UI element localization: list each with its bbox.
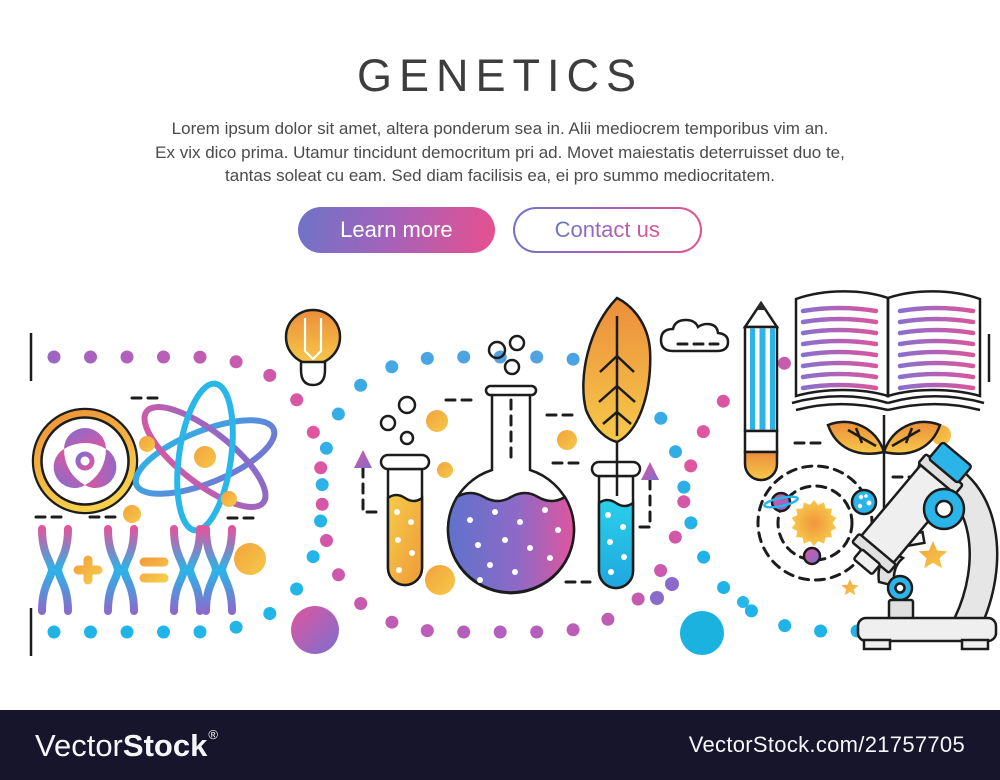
- test-tube-orange-icon: [379, 453, 431, 587]
- cta-row: Learn more Contact us: [0, 206, 1000, 253]
- solar-system-icon: [756, 464, 878, 582]
- accent-dot: [437, 462, 453, 478]
- test-tube-cyan-icon: [590, 460, 642, 590]
- round-flask-icon: [446, 384, 576, 595]
- accent-dot: [737, 596, 749, 608]
- dna-road: [30, 333, 1000, 656]
- accent-dot: [123, 505, 141, 523]
- learn-more-button[interactable]: Learn more: [298, 206, 495, 253]
- dotted-planet-icon: [850, 488, 878, 516]
- plant-sprout-icon: [826, 415, 942, 516]
- contact-us-button[interactable]: Contact us: [512, 206, 702, 253]
- connector-right: [635, 478, 652, 529]
- accent-dot: [650, 591, 664, 605]
- contact-us-button-inner: Contact us: [514, 208, 700, 251]
- dash-marks: [34, 396, 919, 584]
- hero-section: GENETICS Lorem ipsum dolor sit amet, alt…: [0, 0, 1000, 253]
- registered-mark: ®: [208, 726, 218, 742]
- chromosome-equation-icon: [38, 525, 236, 615]
- accent-dot: [680, 611, 724, 655]
- accent-dot: [425, 565, 455, 595]
- pencil-icon: [742, 300, 780, 482]
- book-text-lines: [800, 305, 976, 391]
- arrow-up-icon: [354, 450, 372, 468]
- logo-bold: Stock: [122, 727, 208, 763]
- arrow-up-icon: [641, 462, 659, 480]
- paragraph-line: Lorem ipsum dolor sit amet, altera ponde…: [171, 119, 829, 138]
- accent-dot: [291, 606, 339, 654]
- small-planet-icon: [802, 546, 822, 566]
- leaf-icon: [582, 296, 652, 496]
- contact-us-label: Contact us: [554, 216, 660, 242]
- accent-dot: [234, 543, 266, 575]
- atom-icon: [132, 380, 278, 534]
- accent-dot: [557, 430, 577, 450]
- intro-paragraph: Lorem ipsum dolor sit amet, altera ponde…: [0, 117, 1000, 188]
- bubbles: [379, 334, 526, 446]
- flask-sparkles: [467, 507, 561, 583]
- accent-dot: [665, 577, 679, 591]
- open-book-icon: [791, 290, 985, 412]
- paragraph-line: Ex vix dico prima. Utamur tincidunt demo…: [155, 142, 845, 162]
- biohazard-icon: [31, 407, 139, 515]
- star-icon: [841, 579, 859, 596]
- page-title: GENETICS: [356, 50, 644, 101]
- genetics-illustration: [0, 290, 1000, 710]
- cloud-icon: [659, 318, 730, 353]
- image-reference: VectorStock.com/21757705: [688, 732, 965, 757]
- connector-left: [361, 466, 382, 514]
- microscope-icon: [851, 441, 999, 651]
- sun-icon: [791, 500, 837, 546]
- accent-dot: [426, 410, 448, 432]
- light-bulb-icon: [284, 308, 342, 387]
- star-icon: [918, 541, 948, 569]
- logo-light: Vector: [35, 727, 123, 763]
- paragraph-line: tantas soleat cu eam. Sed diam facilisis…: [225, 166, 775, 185]
